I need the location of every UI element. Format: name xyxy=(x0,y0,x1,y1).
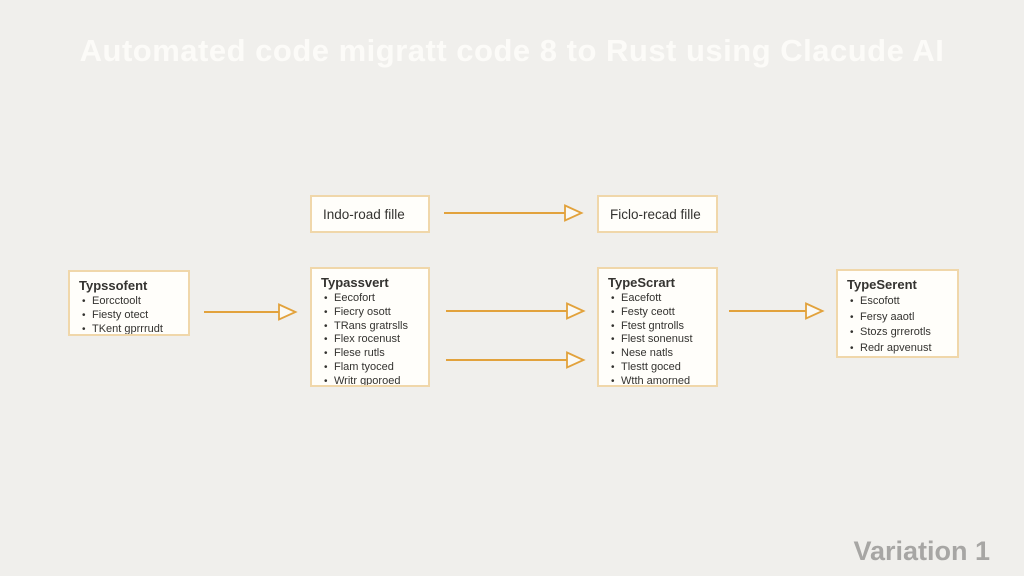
arrow-right-icon xyxy=(444,204,584,222)
step-box-4-bullets: EscofottFersy aaotlStozs grrerotlsRedr a… xyxy=(847,294,951,356)
step-box-1-title: Typssofent xyxy=(79,278,148,293)
bullet-item: Wtth amorned xyxy=(608,375,710,385)
bullet-item: Eorcctoolt xyxy=(79,295,182,309)
bullet-item: Eecofort xyxy=(321,292,422,306)
bullet-item: Nese natls xyxy=(608,347,710,361)
bullet-item: TKent gprrrudt xyxy=(79,323,182,334)
bullet-item: Fersy aaotl xyxy=(847,310,951,326)
arrow-right-icon xyxy=(446,302,586,320)
step-box-1-bullets: EorcctooltFiesty otectTKent gprrrudt xyxy=(79,295,182,334)
bullet-item: Fiesty otect xyxy=(79,309,182,323)
step-box-4: TypeSerent EscofottFersy aaotlStozs grre… xyxy=(836,269,959,358)
step-box-3-bullets: EacefottFesty ceottFtest gntrollsFlest s… xyxy=(608,292,710,385)
file-box-output-label: Ficlo-recad fille xyxy=(610,206,701,222)
bullet-item: Tlestt goced xyxy=(608,361,710,375)
bullet-item: Stozs grrerotls xyxy=(847,325,951,341)
step-box-3: TypeScrart EacefottFesty ceottFtest gntr… xyxy=(597,267,718,387)
bullet-item: Redr apvenust xyxy=(847,341,951,357)
file-box-input: Indo-road fille xyxy=(310,195,430,233)
bullet-item: Ftest gntrolls xyxy=(608,320,710,334)
file-box-input-label: Indo-road fille xyxy=(323,206,405,222)
bullet-item: Flest sonenust xyxy=(608,333,710,347)
arrow-right-icon xyxy=(446,351,586,369)
bullet-item: TRans gratrslls xyxy=(321,320,422,334)
step-box-1: Typssofent EorcctooltFiesty otectTKent g… xyxy=(68,270,190,336)
step-box-2-bullets: EecofortFiecry osottTRans gratrsllsFlex … xyxy=(321,292,422,385)
arrow-right-icon xyxy=(729,302,825,320)
bullet-item: Flese rutls xyxy=(321,347,422,361)
page-title: Automated code migratt code 8 to Rust us… xyxy=(79,33,945,68)
bullet-item: Eacefott xyxy=(608,292,710,306)
bullet-item: Flam tyoced xyxy=(321,361,422,375)
arrow-right-icon xyxy=(204,303,298,321)
bullet-item: Flex rocenust xyxy=(321,333,422,347)
bullet-item: Writr gporoed xyxy=(321,375,422,385)
file-box-output: Ficlo-recad fille xyxy=(597,195,718,233)
step-box-4-title: TypeSerent xyxy=(847,277,917,292)
step-box-2: Typassvert EecofortFiecry osottTRans gra… xyxy=(310,267,430,387)
bullet-item: Fiecry osott xyxy=(321,306,422,320)
step-box-3-title: TypeScrart xyxy=(608,275,675,290)
bullet-item: Escofott xyxy=(847,294,951,310)
variation-label: Variation 1 xyxy=(853,536,990,566)
step-box-2-title: Typassvert xyxy=(321,275,389,290)
bullet-item: Festy ceott xyxy=(608,306,710,320)
